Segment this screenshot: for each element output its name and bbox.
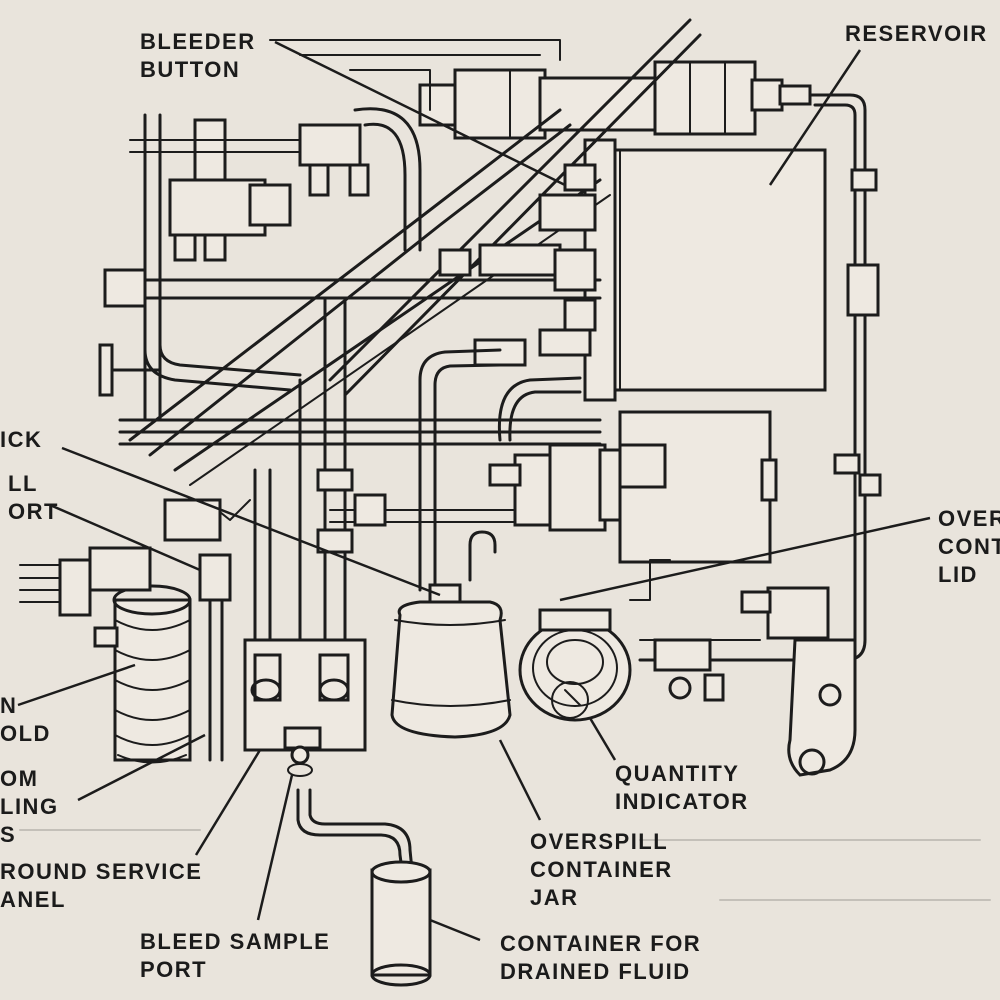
check-valve-assembly <box>488 443 667 532</box>
leader-lines <box>17 40 931 942</box>
label-manifold: N OLD <box>0 693 51 746</box>
label-reservoir: RESERVOIR <box>845 21 988 46</box>
label-ground-service-panel: ROUND SERVICE ANEL <box>0 859 203 912</box>
bleeder-cylinder <box>418 60 812 140</box>
ground-service-panel <box>243 638 367 752</box>
reservoir <box>583 138 827 402</box>
mounting-bracket <box>740 586 857 777</box>
label-dipstick: ICK <box>0 427 43 452</box>
label-from-filling: OM LING S <box>0 766 59 847</box>
bleed-sample-port <box>287 745 414 872</box>
label-container-for-drained-fluid: CONTAINER FOR DRAINED FLUID <box>500 931 702 984</box>
label-bleeder-button: BLEEDER BUTTON <box>140 29 256 82</box>
manifold <box>93 584 192 764</box>
label-bleed-sample-port: BLEED SAMPLE PORT <box>140 929 331 982</box>
quantity-indicator <box>518 608 632 722</box>
overspill-container-jar <box>390 583 512 739</box>
faded-background-print <box>19 829 991 901</box>
label-fill-port: LL ORT <box>8 471 59 524</box>
label-quantity-indicator: QUANTITY INDICATOR <box>615 761 749 814</box>
valve-block <box>168 118 370 262</box>
label-overspill-container-jar: OVERSPILL CONTAINER JAR <box>530 829 673 910</box>
label-overspill-container-lid: OVER CONT LID <box>938 506 1000 587</box>
drain-container <box>370 860 432 987</box>
